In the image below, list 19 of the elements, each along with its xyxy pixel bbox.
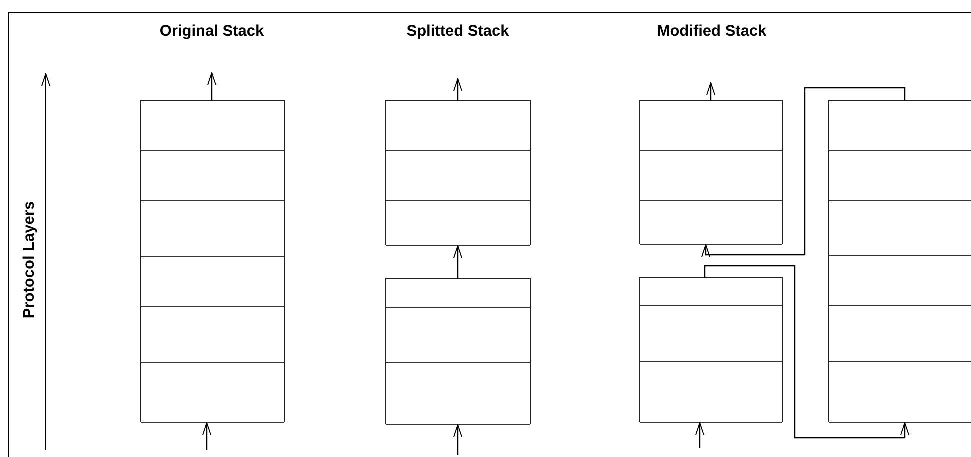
stack-block: [385, 100, 531, 245]
connector-arrow: [702, 87, 906, 258]
stack-block: [639, 100, 783, 244]
stack-block: [140, 100, 285, 422]
arrow: [696, 422, 704, 448]
column-heading: Modified Stack: [657, 23, 767, 41]
connector-arrow: [704, 265, 910, 439]
column-heading: Splitted Stack: [406, 23, 510, 41]
arrow: [706, 82, 716, 101]
column-heading: Original Stack: [160, 23, 264, 41]
arrow: [202, 422, 212, 450]
arrow: [454, 424, 462, 455]
stack-block: [828, 100, 971, 422]
stack-block: [639, 277, 783, 422]
arrow: [454, 78, 462, 101]
arrow: [208, 72, 216, 101]
axis-label: Protocol Layers: [21, 201, 39, 319]
stack-block: [385, 278, 531, 424]
arrow: [454, 246, 462, 279]
